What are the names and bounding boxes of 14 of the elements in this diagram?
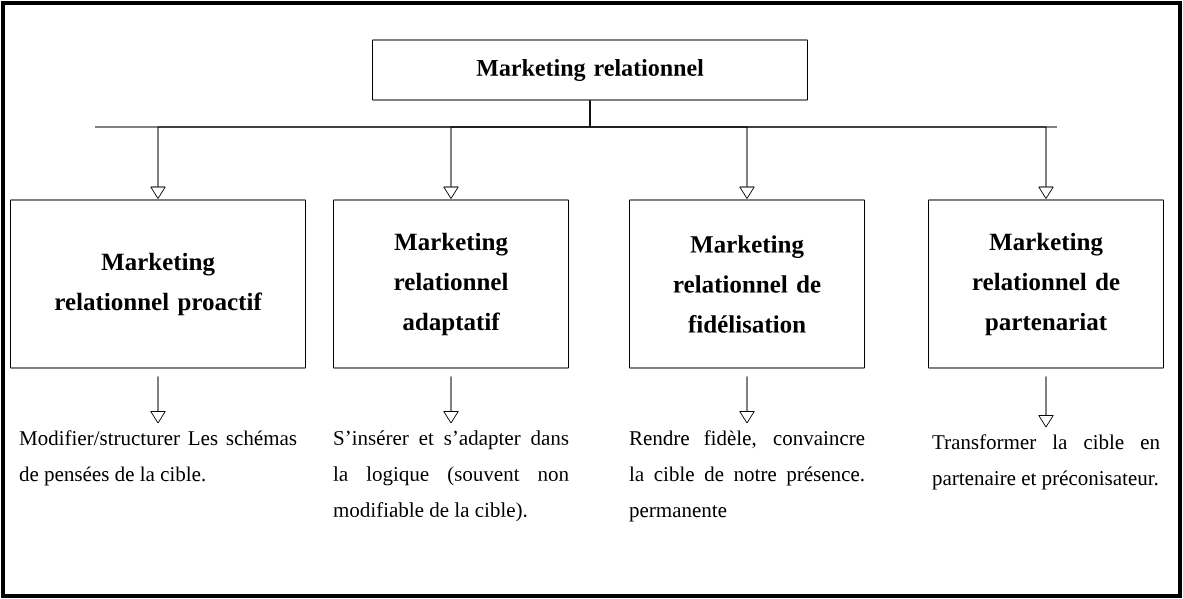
title-box: Marketing relationnel xyxy=(372,39,808,101)
description-text: Rendre fidèle, convaincre la cible de notre présence. permanente xyxy=(629,430,865,522)
category-box: Marketing relationnel proactif xyxy=(10,199,306,369)
arrow xyxy=(589,100,1054,200)
category-box: Marketing relationnel adaptatif xyxy=(333,199,569,369)
category-box: Marketing relationnel de partenariat xyxy=(928,199,1164,369)
category-box: Marketing relationnel de fidélisation xyxy=(629,199,865,369)
description-text: Modifier/structurer Les schémas de pensées de la cible. xyxy=(19,430,297,486)
arrow xyxy=(150,376,166,424)
arrow xyxy=(739,376,755,424)
arrow xyxy=(443,376,459,424)
description-text: Transformer la cible en partenaire et préconisateur. xyxy=(932,434,1160,490)
arrow xyxy=(1038,376,1054,428)
description-text: S’insérer et s’adapter dans la logique (souvent non modifiable de la cible). xyxy=(333,430,569,522)
